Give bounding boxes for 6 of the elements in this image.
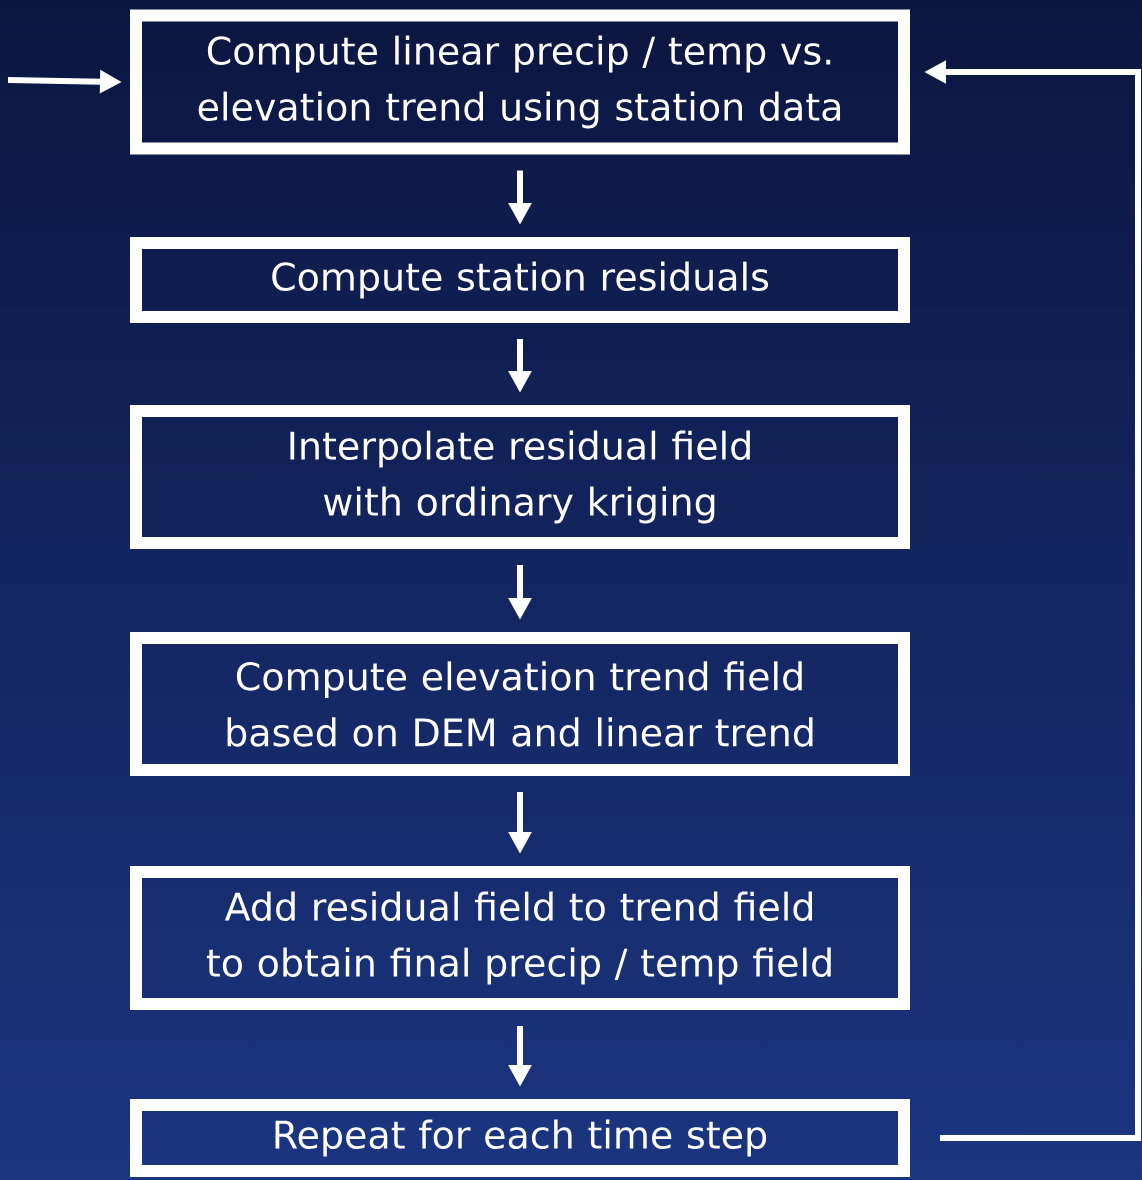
process-box: Compute station residuals [130, 237, 910, 323]
process-box: Add residual field to trend field to obtain final precip / temp field [130, 866, 910, 1010]
process-box: Repeat for each time step [130, 1099, 910, 1177]
process-box: Interpolate residual field with ordinary kriging [130, 405, 910, 549]
process-box: Compute linear precip / temp vs. elevation trend using station data [130, 9, 910, 155]
process-box: Compute elevation trend field based on DEM and linear trend [130, 632, 910, 776]
